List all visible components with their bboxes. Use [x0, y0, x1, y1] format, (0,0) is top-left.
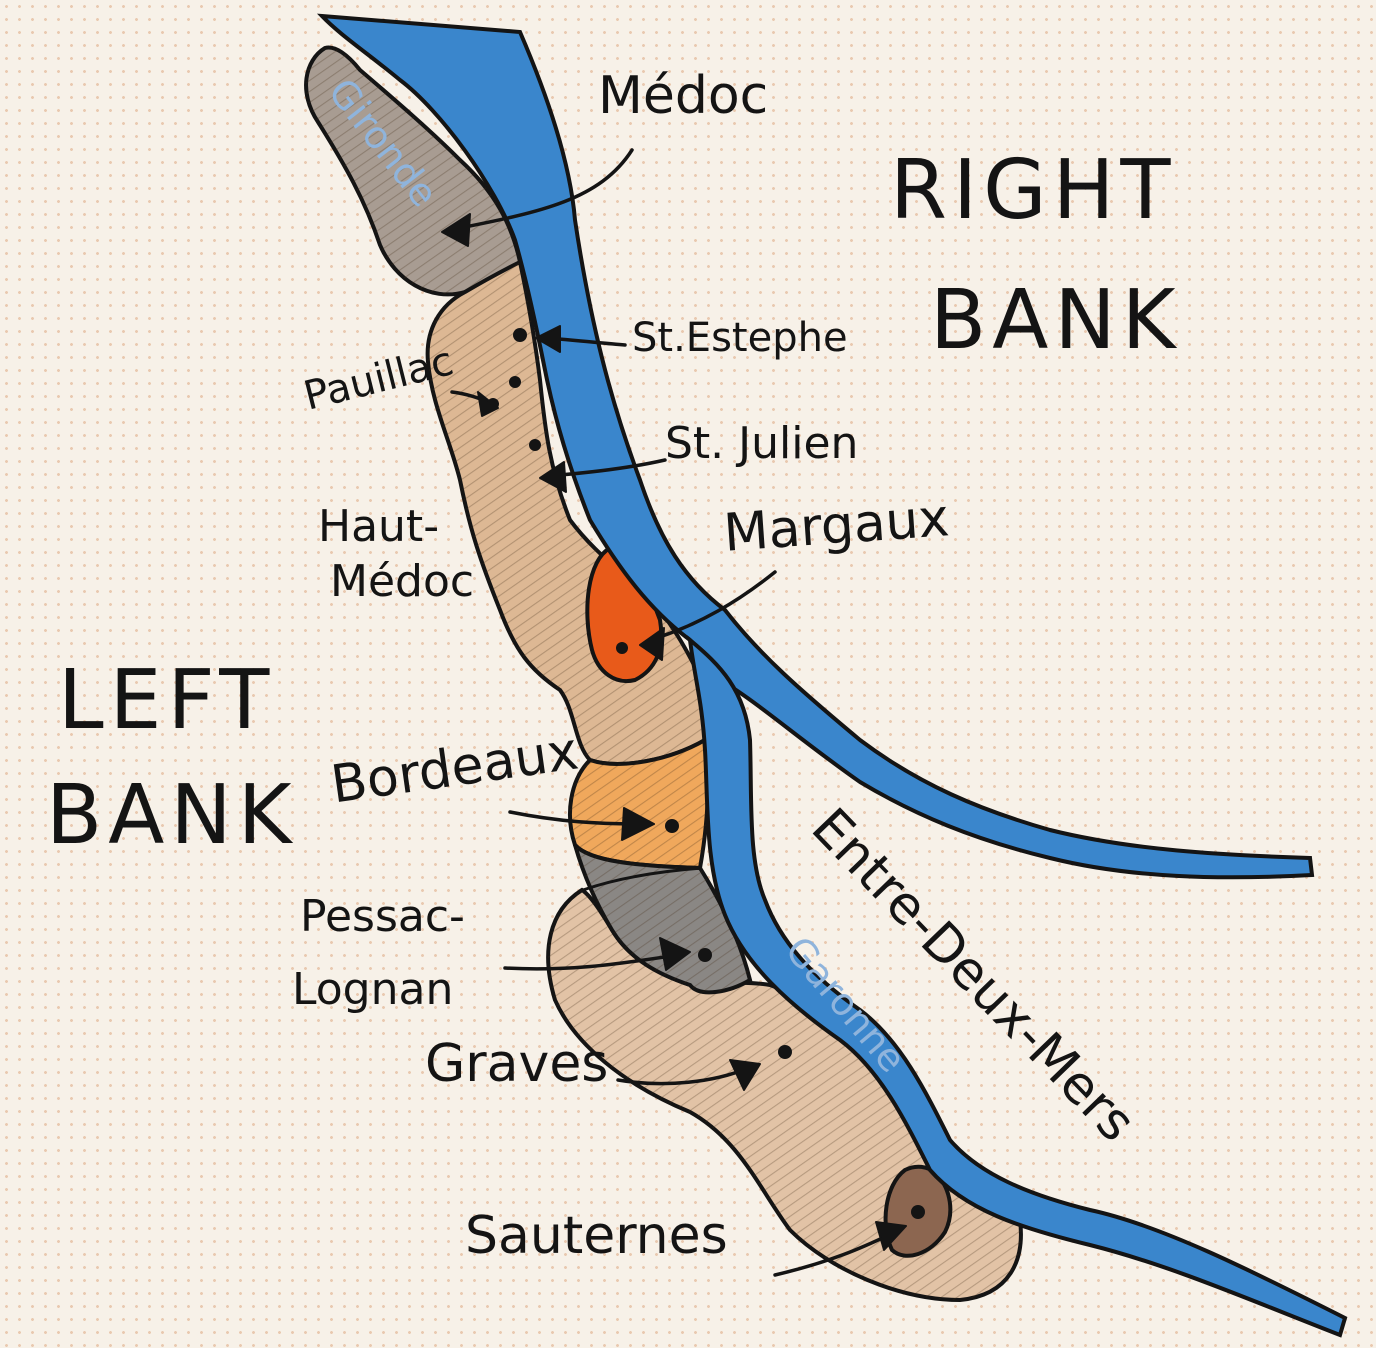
medoc-label: Médoc: [598, 66, 769, 126]
pessac-leognan-label-line1: Pessac-: [300, 891, 465, 942]
st-julien-arrowhead: [539, 461, 567, 493]
pessac-leader: [503, 953, 680, 971]
st-julien-label: St. Julien: [665, 418, 859, 469]
st-estephe-label: St.Estephe: [632, 315, 848, 361]
right-bank-label-line1: RIGHT: [890, 143, 1177, 238]
bordeaux-arrowhead: [621, 807, 655, 841]
margaux-label: Margaux: [721, 488, 952, 564]
st-estephe-arrowhead: [535, 325, 561, 353]
graves-label: Graves: [425, 1034, 609, 1094]
pauillac-dot-1: [509, 376, 521, 388]
st-estephe-dot: [513, 328, 527, 342]
gironde-river: [316, 13, 1315, 880]
margaux-leader: [648, 570, 777, 642]
st-julien-leader: [558, 458, 667, 477]
medoc-leader: [458, 148, 634, 230]
pessac-arrowhead: [659, 937, 691, 971]
garonne-river: [687, 635, 1348, 1338]
bordeaux-dot: [665, 819, 679, 833]
left-bank-label-line2: BANK: [46, 768, 298, 863]
right-bank-label-line2: BANK: [930, 273, 1182, 368]
graves-arrowhead: [729, 1059, 761, 1091]
pessac-dot: [698, 948, 712, 962]
haut-medoc-label-line1: Haut-: [318, 501, 440, 552]
pessac-leognan-label-line2: Lognan: [292, 964, 454, 1015]
sauternes-dot: [911, 1205, 925, 1219]
margaux-arrowhead: [639, 627, 665, 661]
left-bank-label-line1: LEFT: [58, 653, 276, 748]
haut-medoc-label-line2: Médoc: [330, 556, 475, 607]
pauillac-dot-2: [487, 398, 499, 410]
region-divider: [582, 866, 703, 892]
margaux-dot: [616, 642, 628, 654]
st-julien-dot: [529, 439, 541, 451]
graves-dot: [778, 1045, 792, 1059]
sauternes-label: Sauternes: [465, 1206, 728, 1266]
bordeaux-region: [568, 736, 711, 871]
sauternes-arrowhead: [875, 1221, 907, 1251]
medoc-arrowhead: [441, 213, 471, 247]
